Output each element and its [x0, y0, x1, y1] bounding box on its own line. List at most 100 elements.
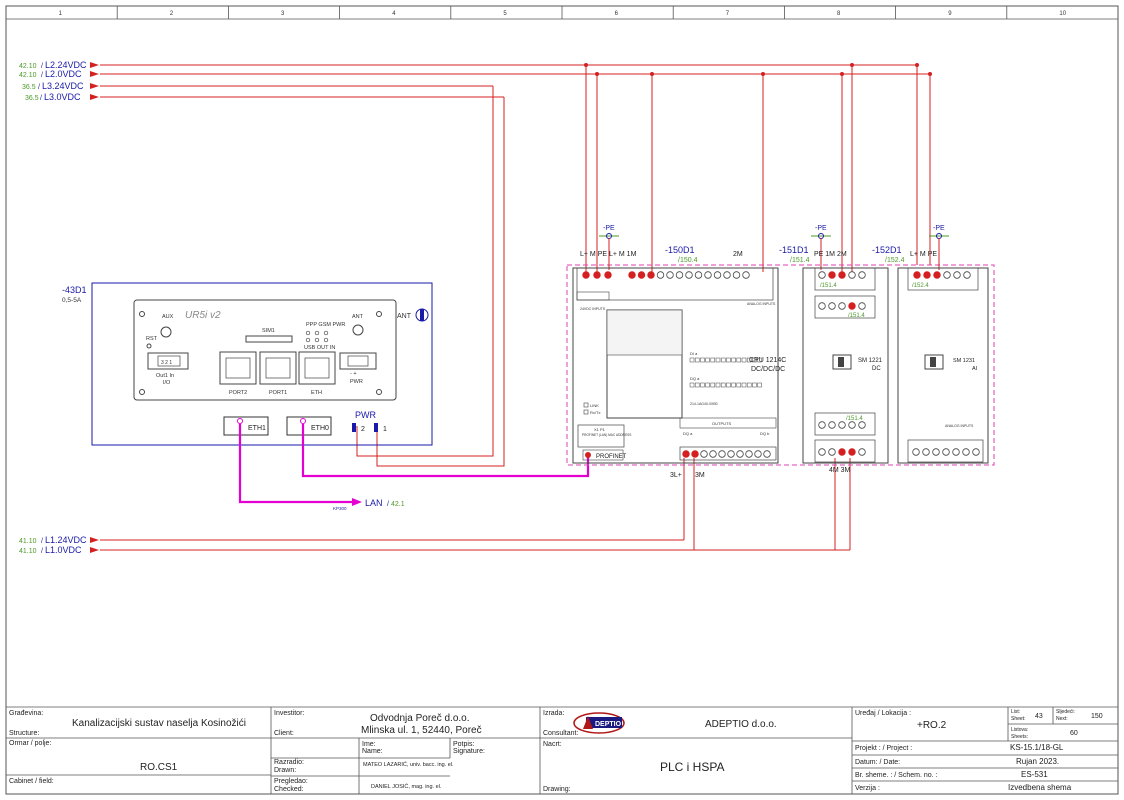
- supply-name[interactable]: L1.24VDC: [45, 535, 87, 545]
- eth0-port[interactable]: [286, 416, 332, 436]
- svg-text:3 2 1: 3 2 1: [161, 360, 172, 366]
- supply-ref: 36.5: [22, 84, 36, 91]
- svg-text:/: /: [41, 72, 43, 79]
- svg-text:Potpis:: Potpis:: [453, 741, 474, 748]
- column-number: 9: [948, 11, 952, 17]
- network-ports: ETH1 ETH0 PWR 2 1: [223, 410, 387, 436]
- terminal-screw: [912, 448, 920, 456]
- lan-ref: 42.1: [391, 501, 405, 508]
- svg-text:PORT1: PORT1: [269, 390, 287, 396]
- svg-text:Ime:: Ime:: [362, 741, 376, 748]
- svg-text:Signature:: Signature:: [453, 748, 485, 755]
- terminal-screw: [932, 448, 940, 456]
- svg-text:ETH1: ETH1: [248, 425, 266, 432]
- terminal-screw: [763, 450, 771, 458]
- svg-text:X1 P1: X1 P1: [594, 427, 606, 432]
- terminal-screw: [838, 448, 846, 456]
- svg-text:Investitor:: Investitor:: [274, 710, 304, 717]
- svg-text:/: /: [38, 84, 40, 91]
- terminal-screw: [943, 271, 951, 279]
- supply-name[interactable]: L3.24VDC: [42, 81, 84, 91]
- plc-bottom-terminal-strip: [679, 446, 777, 461]
- svg-text:AI: AI: [972, 366, 978, 372]
- terminal-screw: [582, 271, 590, 279]
- svg-text:Cabinet / field:: Cabinet / field:: [9, 778, 54, 785]
- router-device[interactable]: [133, 299, 397, 401]
- terminal-screw: [704, 271, 712, 279]
- reset-button-icon[interactable]: [146, 343, 152, 349]
- investor-address: Mlinska ul. 1, 52440, Poreč: [361, 725, 482, 736]
- terminal-screw: [718, 450, 726, 458]
- svg-text:DC: DC: [872, 366, 881, 372]
- terminal-screw: [828, 448, 836, 456]
- terminal-screw: [754, 450, 762, 458]
- terminal-screw: [682, 450, 690, 458]
- sm1-terminals-d: [818, 448, 866, 456]
- column-number: 1: [59, 11, 63, 17]
- svg-text:Verzija :: Verzija :: [855, 785, 880, 792]
- supply-name[interactable]: L2.24VDC: [45, 60, 87, 70]
- supply-name[interactable]: L2.0VDC: [45, 69, 82, 79]
- svg-text:3L+: 3L+: [670, 472, 682, 479]
- terminal-screw: [838, 271, 846, 279]
- svg-text:Ormar / polje:: Ormar / polje:: [9, 740, 51, 747]
- supply-ref: 41.10: [19, 538, 37, 545]
- svg-text:2M: 2M: [733, 251, 743, 258]
- svg-text:PPP GSM PWR: PPP GSM PWR: [306, 322, 345, 328]
- rxtx-led-icon: [583, 409, 589, 415]
- profinet-label: PROFINET: [596, 454, 627, 460]
- sm2-model: SM 1231: [953, 358, 975, 364]
- svg-text:Drawing:: Drawing:: [543, 786, 571, 793]
- terminal-screw: [828, 302, 836, 310]
- terminal-screw: [694, 271, 703, 279]
- supply-labels-top: 42.10 / L2.24VDC 42.10 / L2.0VDC 36.5 / …: [19, 60, 99, 102]
- location: +RO.2: [917, 720, 947, 731]
- eth-socket[interactable]: [298, 351, 336, 385]
- plc-ref: /150.4: [678, 257, 698, 264]
- sm1-tag[interactable]: -151D1: [779, 245, 809, 255]
- terminal-screw: [838, 302, 846, 310]
- port2-socket[interactable]: [219, 351, 257, 385]
- terminal-screw: [838, 421, 846, 429]
- ethernet-ports: PORT2 PORT1 ETH: [219, 351, 336, 396]
- terminal-screw: [922, 448, 930, 456]
- svg-text:Rx/Tx: Rx/Tx: [590, 410, 600, 415]
- svg-text:Next:: Next:: [1056, 716, 1068, 722]
- terminal-screw: [963, 271, 971, 279]
- svg-text:3M: 3M: [695, 472, 705, 479]
- svg-text:- +: - +: [350, 371, 357, 377]
- column-number: 6: [615, 11, 619, 17]
- svg-text:Name:: Name:: [362, 748, 383, 755]
- svg-text:Sljedeći:: Sljedeći:: [1056, 709, 1075, 715]
- terminal-screw: [848, 271, 856, 279]
- svg-text:ANALOG INPUTS: ANALOG INPUTS: [747, 302, 776, 306]
- checked-by: DANIEL JOSIĆ, mag. ing. el.: [371, 783, 442, 790]
- svg-text:Listova:: Listova:: [1011, 727, 1028, 733]
- plc-bottom-terminals: [682, 450, 771, 458]
- port1-socket[interactable]: [259, 351, 297, 385]
- supply-name[interactable]: L1.0VDC: [45, 545, 82, 555]
- svg-text:Projekt : / Project :: Projekt : / Project :: [855, 745, 912, 752]
- supply-labels-bottom: 41.10 / L1.24VDC 41.10 / L1.0VDC: [19, 535, 99, 555]
- schema-number: ES-531: [1021, 770, 1048, 779]
- svg-text:4M 3M: 4M 3M: [829, 467, 851, 474]
- router-tag[interactable]: -43D1: [62, 285, 87, 295]
- svg-text:Pregledao:: Pregledao:: [274, 778, 308, 785]
- sm1-model: SM 1221: [858, 358, 883, 364]
- svg-text:Sheet:: Sheet:: [1011, 716, 1025, 722]
- svg-text:USB OUT IN: USB OUT IN: [304, 345, 335, 351]
- eth1-port[interactable]: [223, 416, 269, 436]
- svg-text:/151.4: /151.4: [846, 416, 863, 422]
- plc-tag[interactable]: -150D1: [665, 245, 695, 255]
- column-number: 4: [392, 11, 396, 17]
- svg-text:Razradio:: Razradio:: [274, 759, 304, 766]
- plc-top-terminals: [582, 271, 750, 279]
- network-cables: [238, 424, 590, 504]
- supply-ref: 41.10: [19, 548, 37, 555]
- supply-name[interactable]: L3.0VDC: [44, 92, 81, 102]
- profinet-socket[interactable]: [577, 424, 625, 448]
- sm2-tag[interactable]: -152D1: [872, 245, 902, 255]
- svg-text:LINK: LINK: [590, 403, 599, 408]
- lan-label[interactable]: LAN: [365, 498, 383, 508]
- drawing-title: PLC i HSPA: [660, 760, 724, 774]
